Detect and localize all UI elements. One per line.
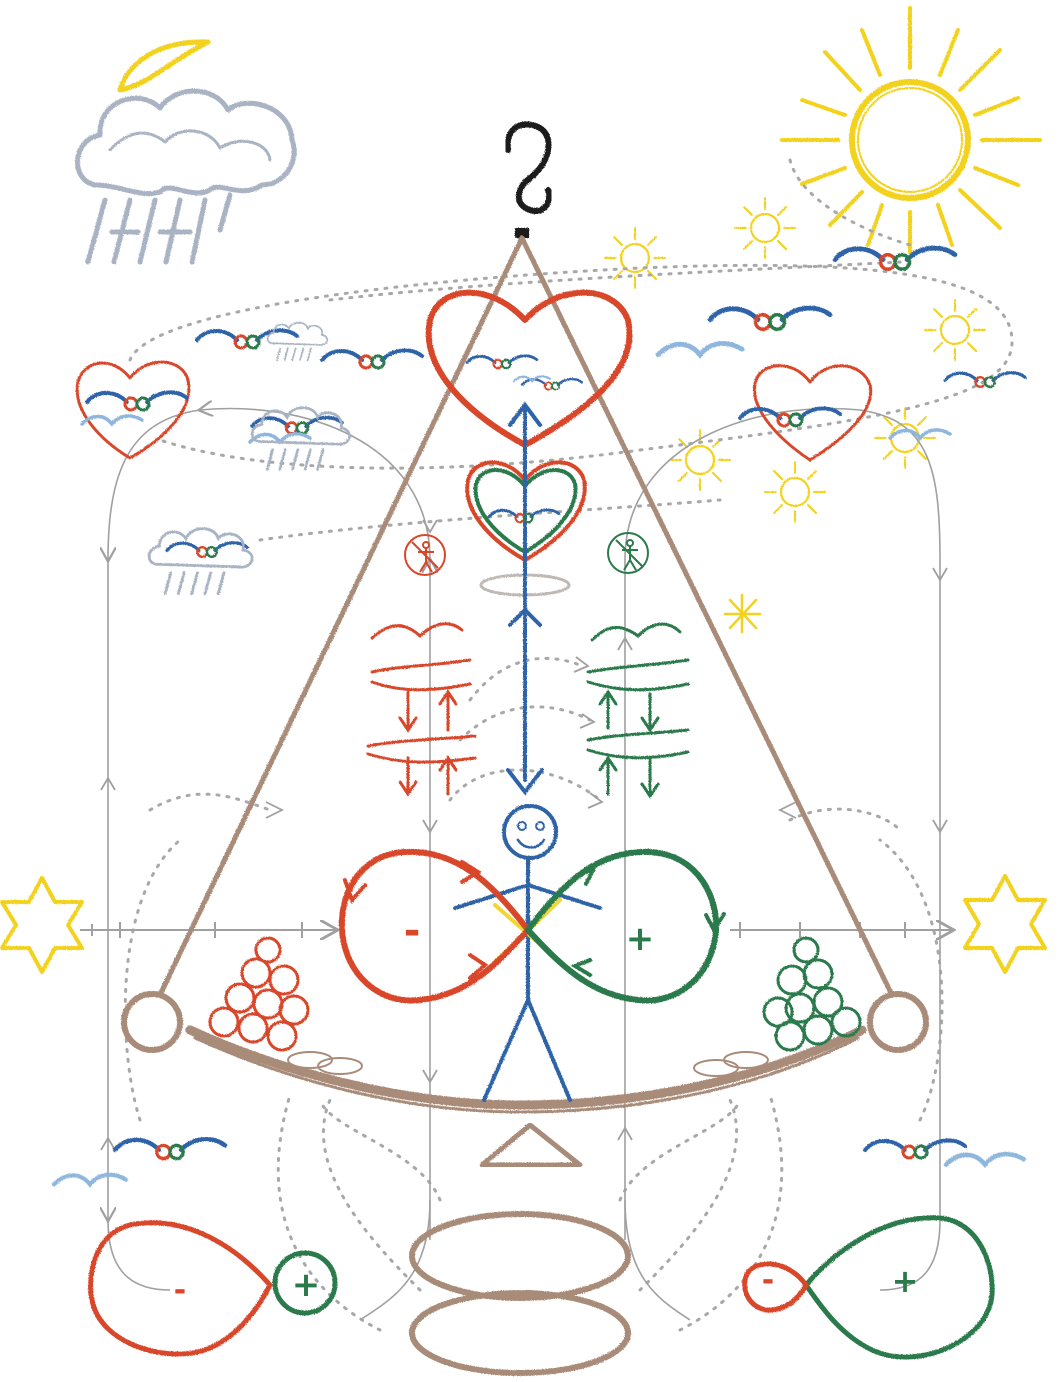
rain-cloud-icon xyxy=(78,91,295,262)
stick-figure-icon xyxy=(455,806,600,1100)
pivot-triangle-icon xyxy=(482,1125,580,1165)
hook-icon xyxy=(508,124,549,238)
spark-icon xyxy=(725,595,760,632)
plus-sign: + xyxy=(626,919,655,959)
bird-icon xyxy=(87,248,1025,1158)
rain-cloud-icon xyxy=(149,323,349,594)
sun-icon xyxy=(782,8,1040,252)
scale-beam-icon xyxy=(190,1030,862,1112)
wave-arrows-right xyxy=(588,624,688,796)
archer-icon-red xyxy=(405,535,445,575)
horizontal-axis-left xyxy=(80,922,336,938)
infinity-loop-icon xyxy=(91,1218,993,1357)
red-ball-pile xyxy=(210,938,308,1050)
wave-arrows-left xyxy=(368,624,475,794)
plus-sign-bottom-right: + xyxy=(892,1262,919,1300)
disc-stack xyxy=(288,1052,768,1076)
horizontal-axis-right xyxy=(730,922,952,938)
infinity-loop-icon xyxy=(342,852,724,1001)
archer-icon-green xyxy=(608,533,648,573)
minus-sign-bottom-right: - xyxy=(762,1263,774,1298)
plus-sign-bottom-left: + xyxy=(292,1265,321,1305)
minus-sign: - xyxy=(404,908,421,954)
moon-icon xyxy=(120,42,208,90)
minus-sign-bottom-left: - xyxy=(174,1273,186,1308)
